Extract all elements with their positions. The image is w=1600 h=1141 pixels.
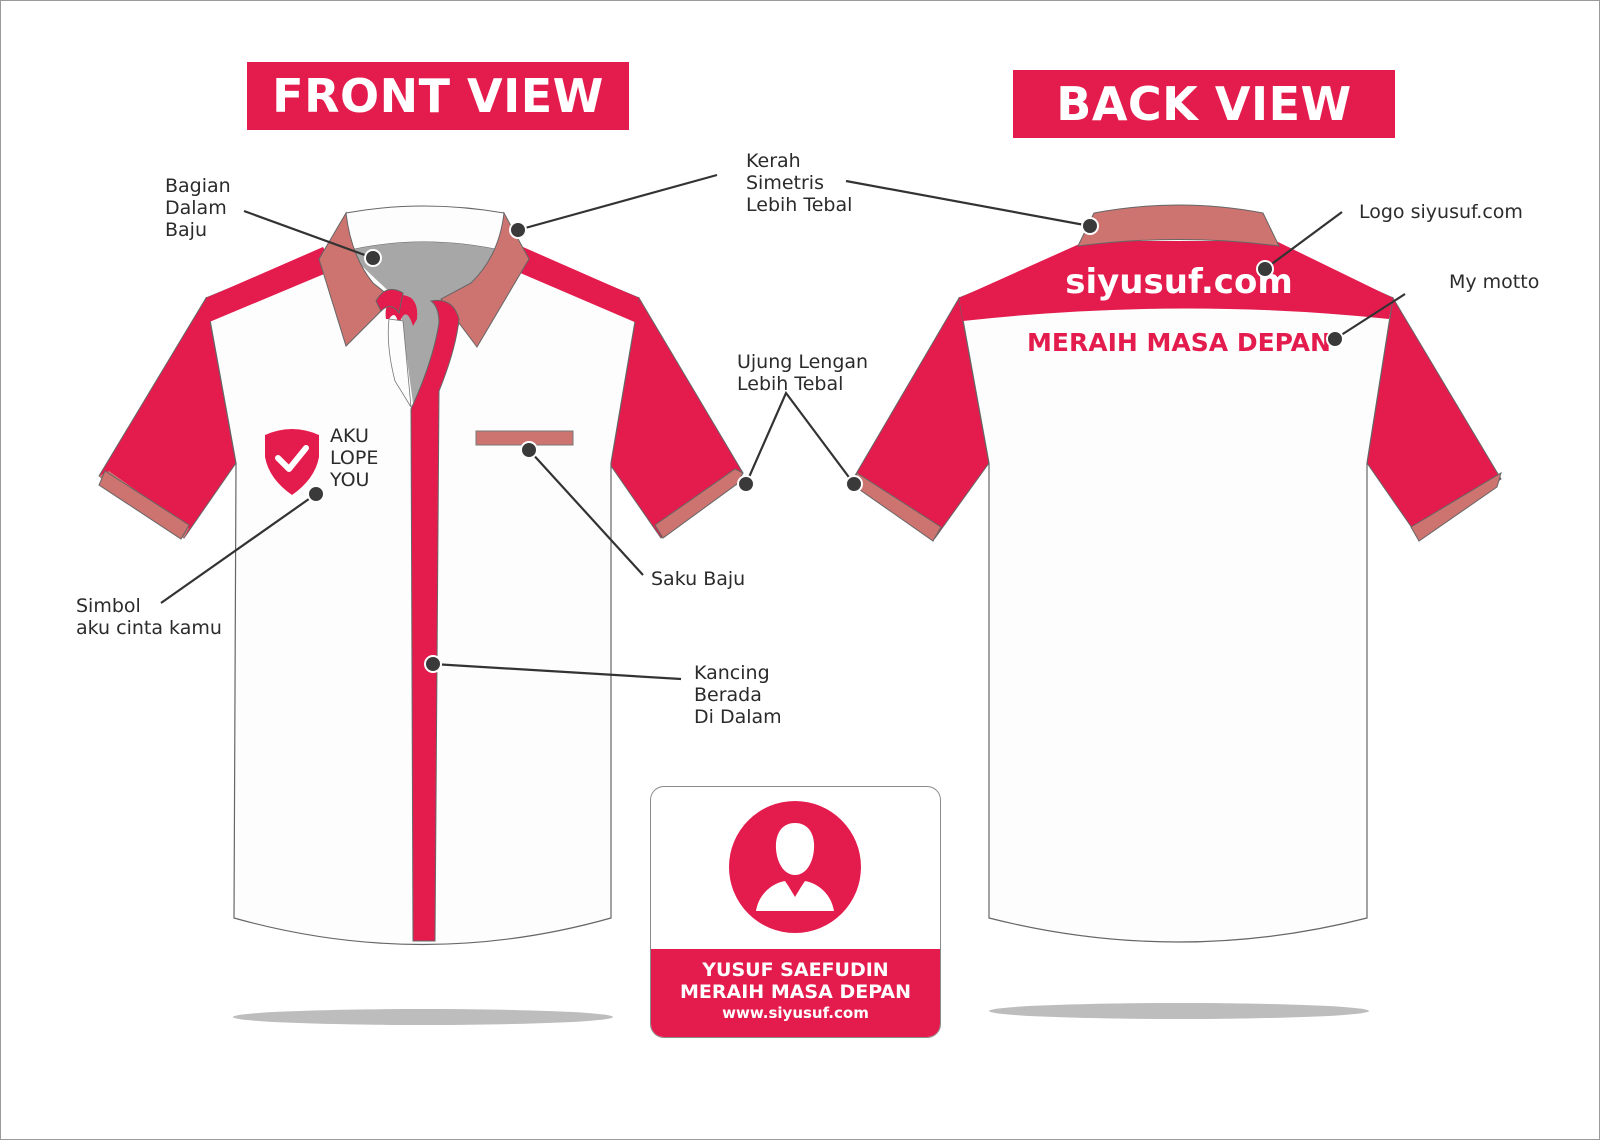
callout-simbol: Simbol aku cinta kamu — [76, 595, 222, 639]
leader-kerah-front — [517, 173, 718, 232]
id-card-motto: MERAIH MASA DEPAN — [680, 981, 911, 1003]
back-collar — [1077, 204, 1280, 247]
leader-kancing — [432, 662, 682, 681]
shield-check-icon — [265, 429, 319, 495]
leader-saku — [528, 449, 644, 576]
dot-kerah-front — [509, 221, 527, 239]
dot-ujung-lengan-front — [737, 475, 755, 493]
callout-bagian-dalam: Bagian Dalam Baju — [165, 175, 231, 241]
id-card: YUSUF SAEFUDIN MERAIH MASA DEPAN www.siy… — [650, 786, 941, 1038]
callout-saku: Saku Baju — [651, 568, 746, 590]
back-logo-text: siyusuf.com — [1065, 262, 1293, 302]
leader-ujung-lengan — [744, 390, 855, 485]
back-shirt-body — [958, 246, 1394, 943]
callout-ujung-lengan: Ujung Lengan Lebih Tebal — [737, 351, 869, 395]
id-card-website: www.siyusuf.com — [722, 1004, 869, 1022]
dot-kancing — [424, 655, 442, 673]
id-card-name: YUSUF SAEFUDIN — [702, 959, 889, 981]
leader-bagian-dalam — [243, 209, 374, 260]
dot-kerah-back — [1081, 217, 1099, 235]
user-avatar-icon — [729, 801, 861, 933]
back-yoke — [959, 241, 1393, 321]
leader-simbol — [160, 493, 317, 604]
dot-bagian-dalam — [364, 249, 382, 267]
callout-leaders — [160, 173, 1406, 681]
back-shirt: siyusuf.com MERAIH MASA DEPAN — [852, 204, 1502, 943]
callout-kancing: Kancing Berada Di Dalam — [694, 662, 782, 728]
front-inner-fold — [387, 318, 412, 408]
dot-ujung-lengan-back — [845, 475, 863, 493]
back-motto-text: MERAIH MASA DEPAN — [1027, 328, 1331, 357]
id-card-band: YUSUF SAEFUDIN MERAIH MASA DEPAN www.siy… — [651, 949, 940, 1037]
front-left-yoke — [206, 247, 336, 323]
callout-motto: My motto — [1449, 271, 1540, 293]
callout-logo: Logo siyusuf.com — [1359, 201, 1523, 223]
dot-motto — [1326, 330, 1344, 348]
front-chest-text: AKU LOPE YOU — [330, 425, 379, 491]
front-view-title: FRONT VIEW — [247, 62, 629, 130]
front-shirt-shadow — [233, 1009, 613, 1025]
dot-simbol — [307, 485, 325, 503]
front-collar-left — [318, 211, 394, 347]
back-right-cuff-band — [1410, 471, 1502, 542]
leader-kerah-back — [845, 179, 1091, 228]
front-collar-loop-left — [375, 288, 404, 315]
avatar-silhouette — [756, 823, 834, 911]
dot-saku — [520, 441, 538, 459]
front-left-cuff-band — [98, 470, 190, 540]
front-shirt — [98, 205, 744, 946]
leader-logo — [1264, 211, 1343, 270]
callout-dots — [307, 217, 1344, 673]
dot-logo — [1256, 260, 1274, 278]
front-inner-lining — [346, 242, 504, 403]
back-view-title: BACK VIEW — [1013, 70, 1395, 138]
leader-motto — [1334, 293, 1406, 340]
callout-kerah: Kerah Simetris Lebih Tebal — [746, 150, 853, 216]
front-right-yoke — [511, 247, 639, 323]
front-placket-strip — [410, 299, 460, 942]
back-shirt-shadow — [989, 1003, 1369, 1019]
